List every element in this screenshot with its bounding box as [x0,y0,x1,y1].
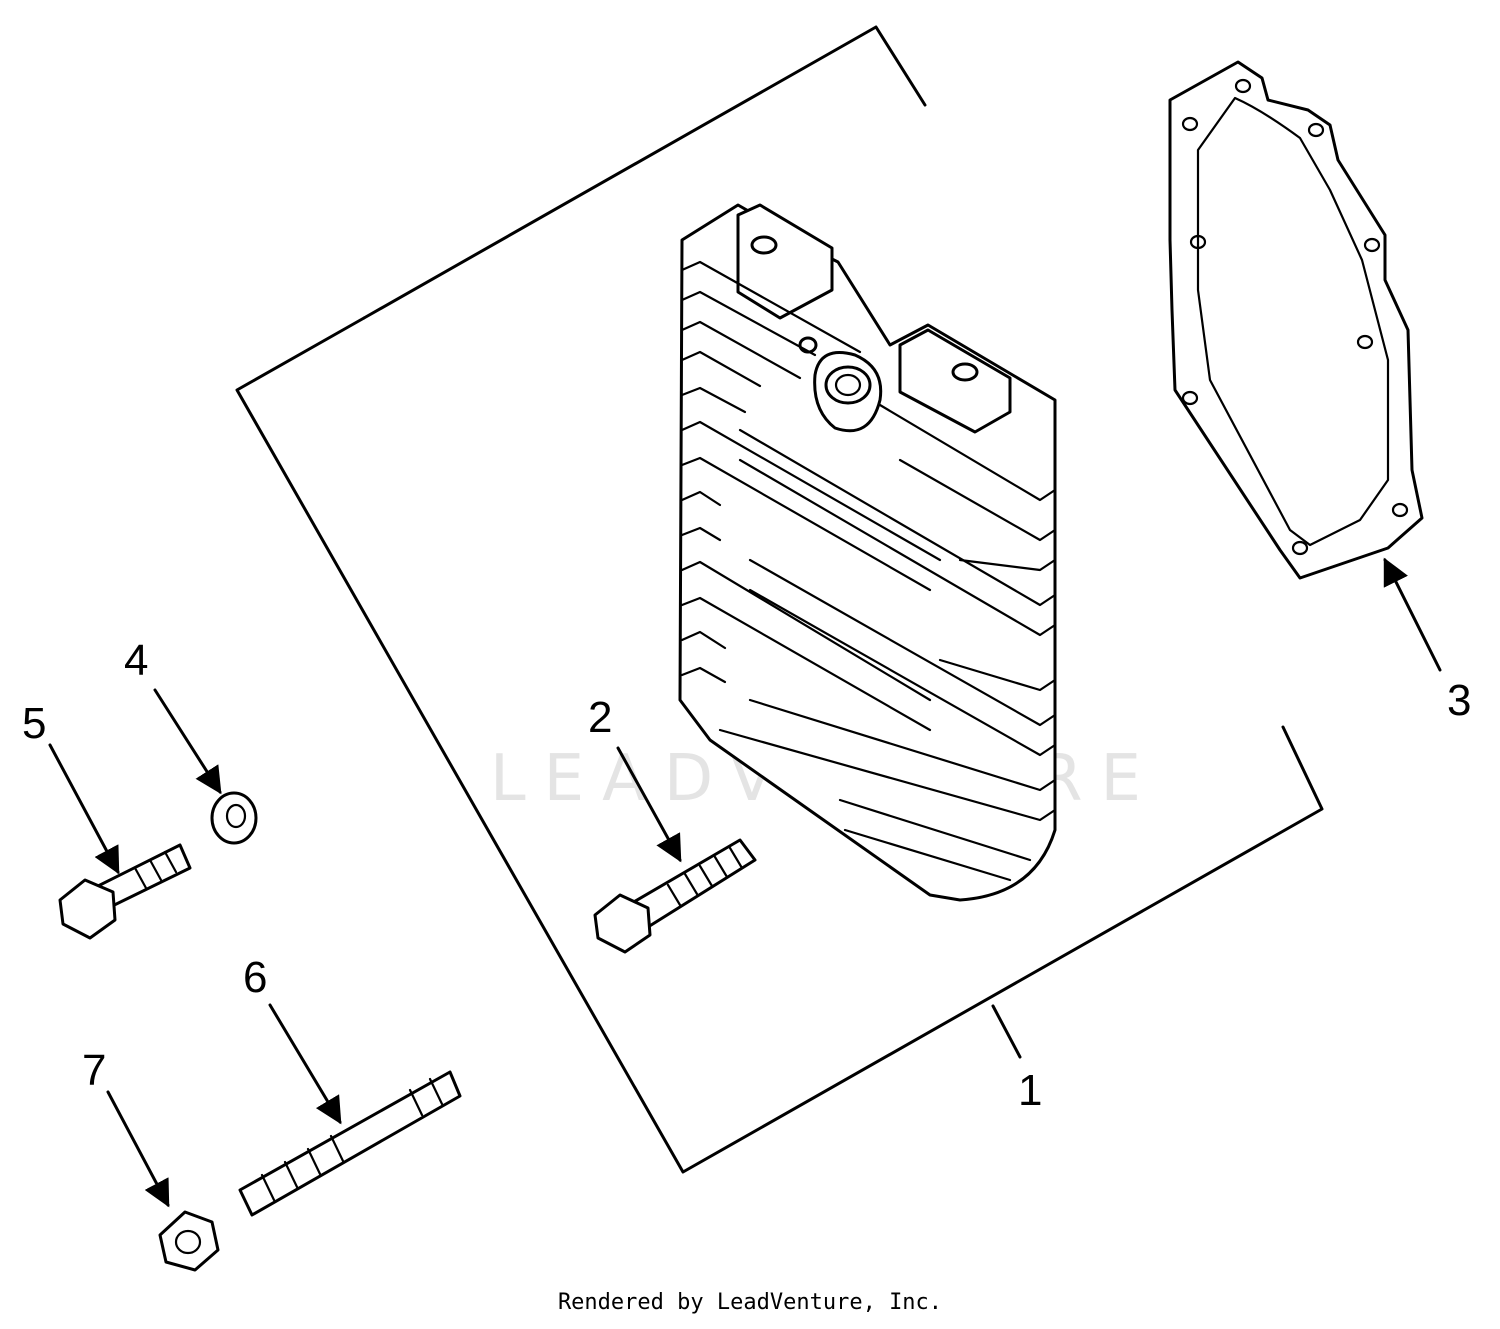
callout-2: 2 [588,693,612,742]
gasket-bolt-hole [1363,237,1381,253]
cooling-fins-left [680,260,942,732]
gasket-bolt-hole [1291,540,1309,556]
gasket-bolt-hole [1181,390,1199,406]
cooling-fins-right [718,403,1057,882]
callout-1: 1 [1018,1066,1042,1115]
cylinder-head [678,203,1057,902]
callout-5: 5 [22,699,46,748]
callout-7: 7 [82,1046,106,1095]
gasket-bolt-hole [1234,78,1252,94]
gasket-bolt-hole [1189,234,1207,250]
callout-4: 4 [124,636,148,685]
stud-bolt [238,1070,462,1217]
gasket-bolt-hole [1181,116,1199,132]
footer-credit: Rendered by LeadVenture, Inc. [557,1290,943,1315]
hex-nut [158,1210,220,1272]
head-gasket [1168,60,1424,580]
head-bolt-long [593,838,757,954]
callout-3: 3 [1447,676,1471,725]
gasket-bolt-hole [1356,334,1374,350]
head-bolt-short [58,843,192,940]
assembly-bracket [235,25,1324,1174]
callout-6: 6 [243,953,267,1002]
gasket-bolt-hole [1391,502,1409,518]
leader-lines [48,557,1442,1208]
gasket-bolt-hole [1307,122,1325,138]
washer [210,791,258,845]
